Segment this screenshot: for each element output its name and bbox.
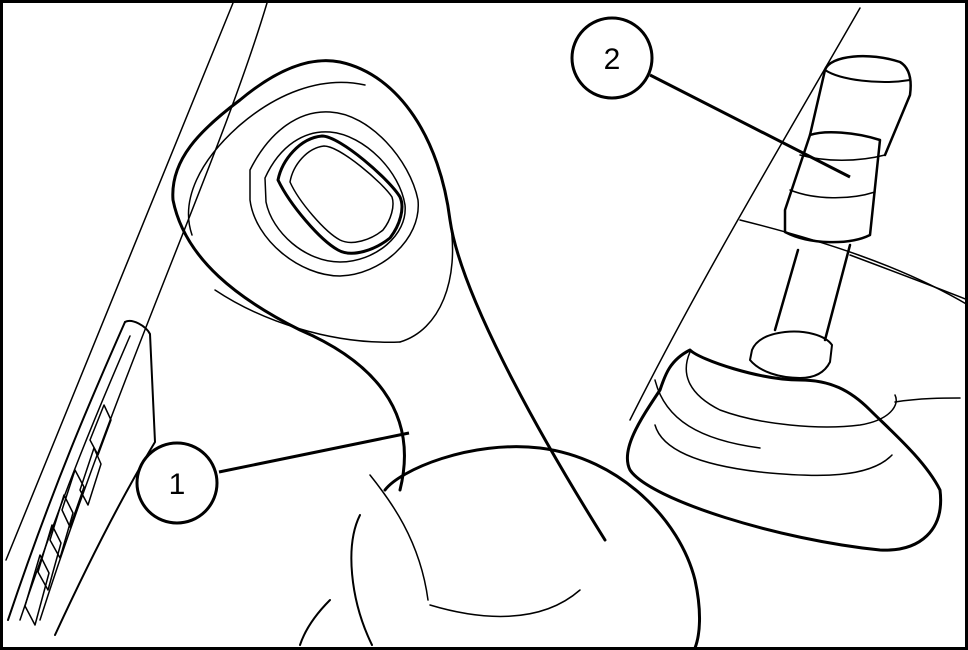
callout-1-leader (218, 431, 410, 474)
callout-2: 2 (570, 16, 851, 179)
joystick-handle (171, 59, 607, 618)
callout-1-circle (135, 441, 219, 525)
secondary-lever (625, 54, 943, 552)
callout-2-label: 2 (604, 43, 621, 76)
joystick-boot (299, 445, 702, 650)
callout-1-label: 1 (169, 468, 186, 501)
callout-2-circle (570, 16, 654, 100)
callout-2-leader (649, 73, 851, 179)
callout-1: 1 (135, 431, 410, 525)
background-panels (5, 2, 968, 621)
joystick-top-button (249, 111, 419, 277)
